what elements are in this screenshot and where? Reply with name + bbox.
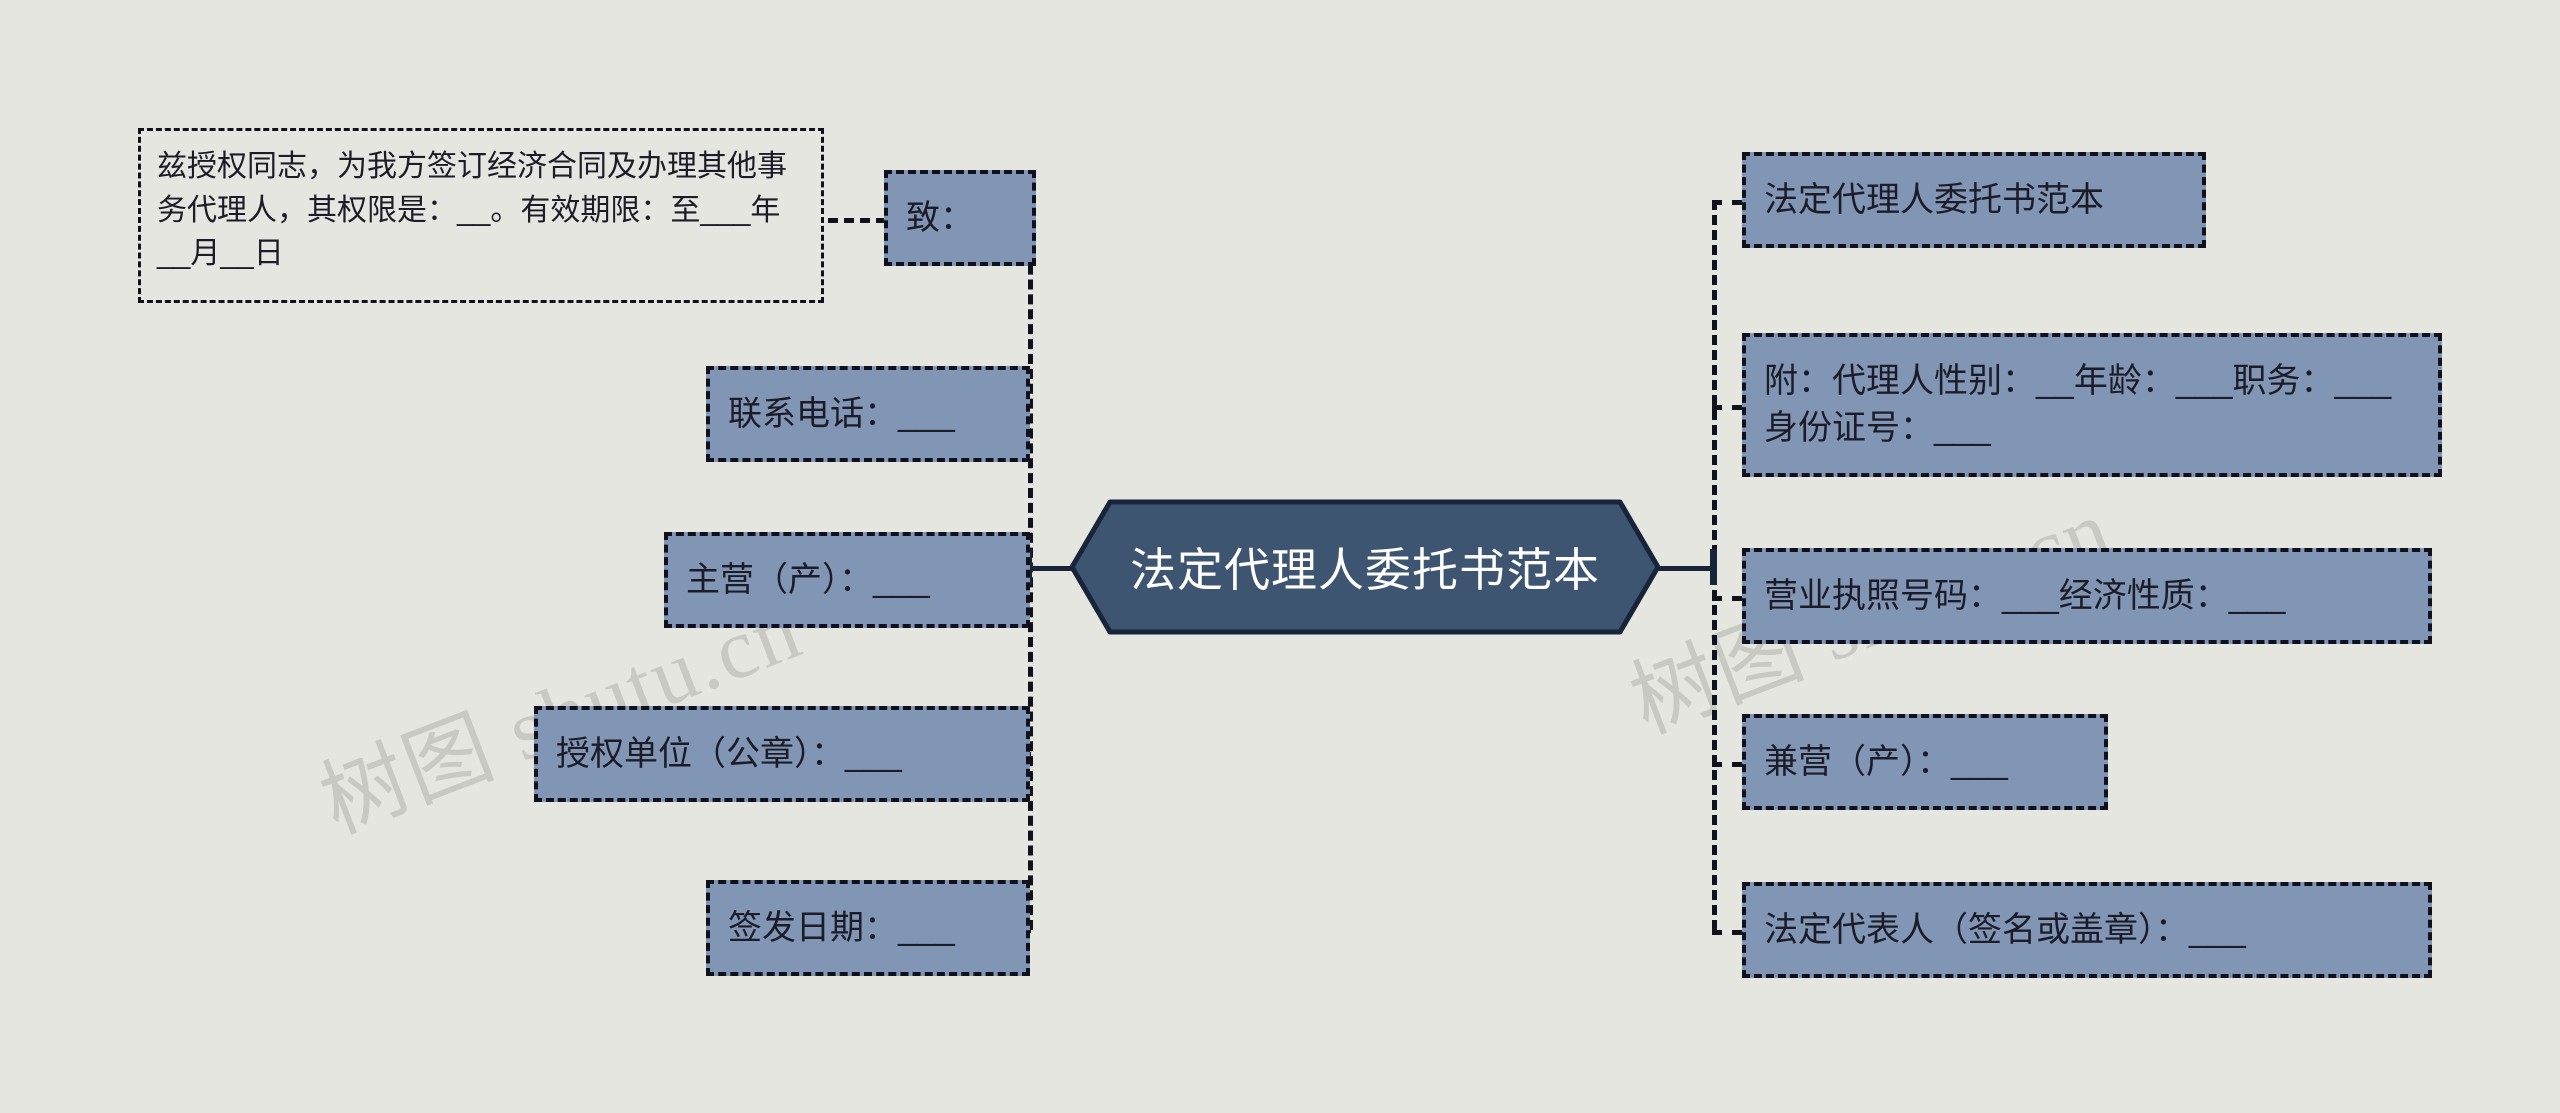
root-node[interactable]: 法定代理人委托书范本: [1069, 499, 1661, 635]
node-legal-representative[interactable]: 法定代表人（签名或盖章）：___: [1742, 882, 2432, 978]
node-label: 兹授权同志，为我方签订经济合同及办理其他事务代理人，其权限是：__。有效期限：至…: [157, 150, 787, 270]
right-stub-license-number: [1712, 596, 1742, 601]
node-label: 法定代表人（签名或盖章）：___: [1764, 910, 2246, 949]
node-label: 法定代理人委托书范本: [1764, 180, 2104, 219]
node-label: 致：: [906, 198, 974, 237]
right-stub-agent-details: [1712, 405, 1742, 410]
node-label: 附：代理人性别：__年龄：___职务：___身份证号：___: [1764, 362, 2392, 447]
root-right-link: [1652, 566, 1714, 571]
node-agent-details[interactable]: 附：代理人性别：__年龄：___职务：___身份证号：___: [1742, 333, 2442, 477]
node-secondary-business[interactable]: 兼营（产）：___: [1742, 714, 2108, 810]
node-main-business[interactable]: 主营（产）：___: [664, 532, 1030, 628]
node-title-copy[interactable]: 法定代理人委托书范本: [1742, 152, 2206, 248]
root-left-link: [1028, 566, 1074, 571]
statement-to-addressee-stub: [828, 218, 886, 223]
node-license-number[interactable]: 营业执照号码：___经济性质：___: [1742, 548, 2432, 644]
node-label: 签发日期：___: [728, 908, 955, 947]
node-label: 兼营（产）：___: [1764, 742, 2008, 781]
node-authorizing-unit[interactable]: 授权单位（公章）：___: [534, 706, 1030, 802]
node-label: 联系电话：___: [728, 394, 955, 433]
right-stub-legal-representative: [1712, 930, 1742, 935]
node-contact-phone[interactable]: 联系电话：___: [706, 366, 1030, 462]
right-spine-cap: [1710, 549, 1717, 585]
node-issue-date[interactable]: 签发日期：___: [706, 880, 1030, 976]
node-label: 主营（产）：___: [686, 560, 930, 599]
node-addressee[interactable]: 致：: [884, 170, 1036, 266]
node-label: 营业执照号码：___经济性质：___: [1764, 576, 2286, 615]
node-label: 授权单位（公章）：___: [556, 734, 902, 773]
right-stub-title-copy: [1712, 200, 1742, 205]
right-stub-secondary-business: [1712, 762, 1742, 767]
node-authorization-statement[interactable]: 兹授权同志，为我方签订经济合同及办理其他事务代理人，其权限是：__。有效期限：至…: [138, 128, 824, 303]
